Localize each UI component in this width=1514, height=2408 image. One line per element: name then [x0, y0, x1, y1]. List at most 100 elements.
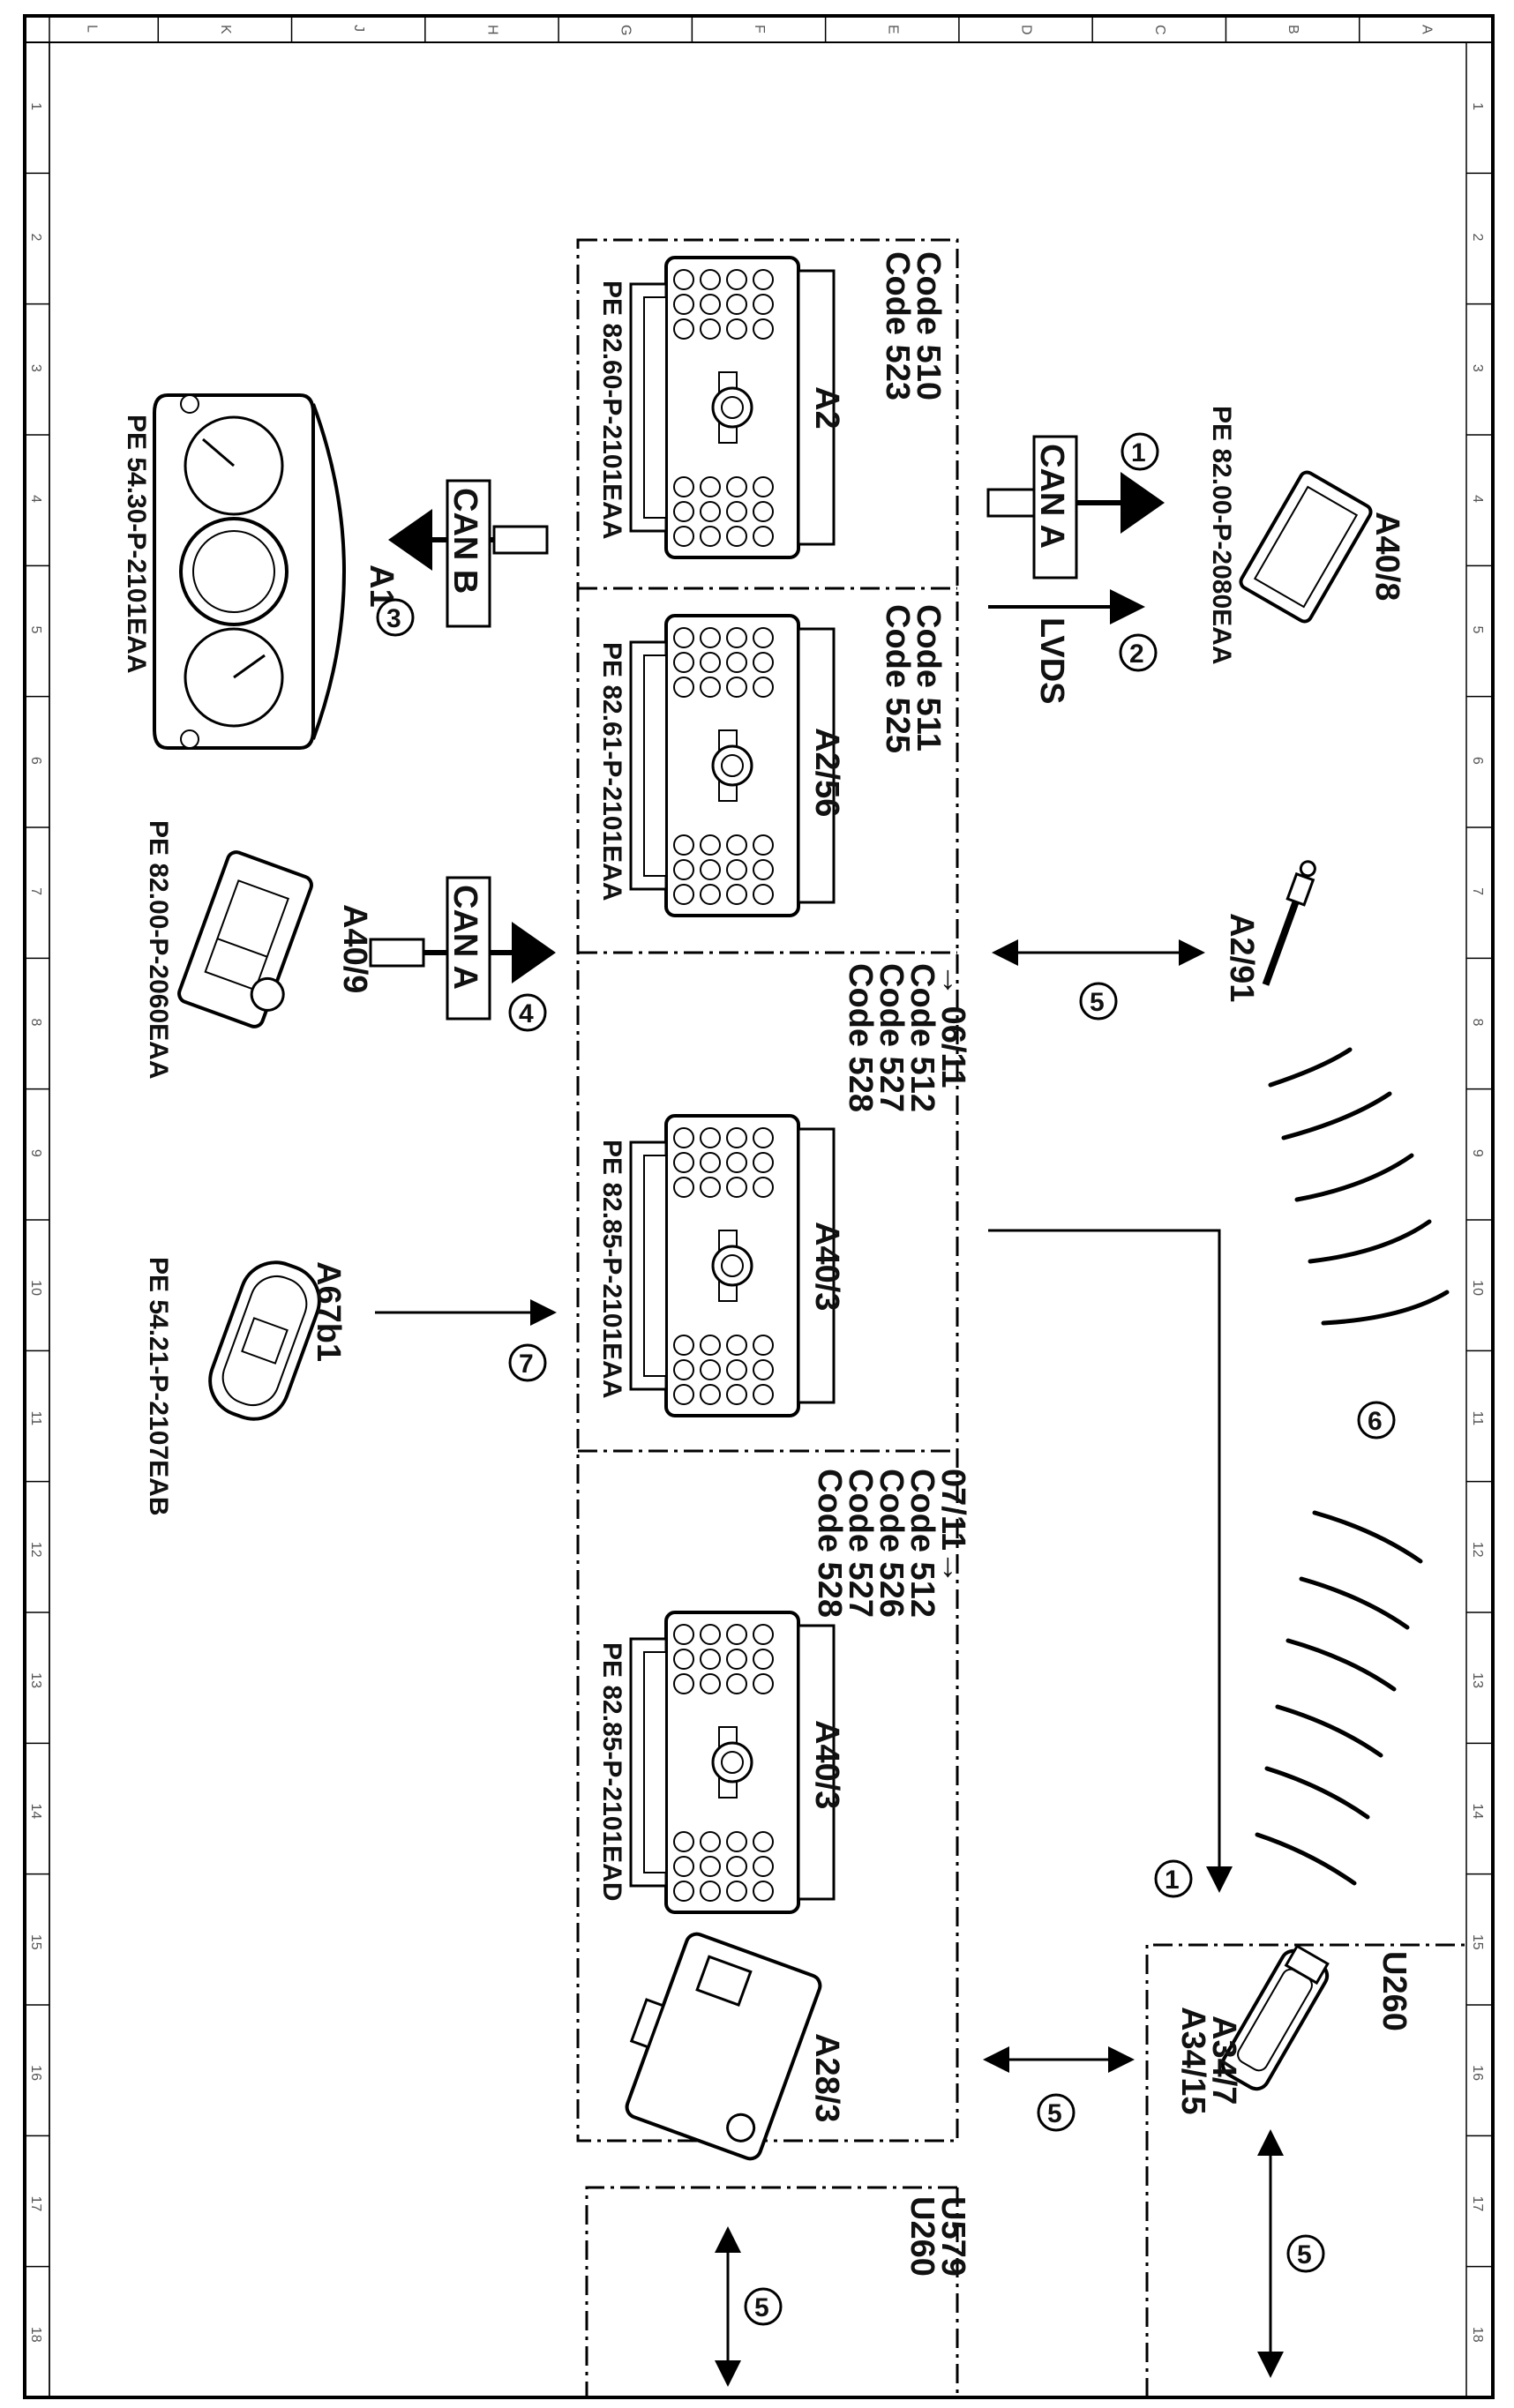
- grid-column-label: K: [218, 25, 233, 34]
- a1-instrument-cluster: A1 PE 54.30-P-2101EAA: [122, 393, 400, 750]
- mirror-icon: [208, 1260, 321, 1421]
- grid-column-label: B: [1285, 25, 1300, 34]
- a2-code-1: Code 510: [910, 251, 947, 400]
- a34-7-label: A34/7: [1205, 2015, 1242, 2105]
- grid-column-label: L: [85, 25, 100, 33]
- a28-3-code-1: U579: [934, 2196, 971, 2277]
- a40-3a-code-3: Code 527: [873, 963, 910, 1112]
- a2-ref: PE 82.60-P-2101EAA: [597, 280, 626, 540]
- grid-column-label: E: [885, 25, 900, 34]
- grid-row-label: 1: [1470, 102, 1485, 110]
- grid-row-label: 14: [28, 1804, 43, 1820]
- a28-3-group: A28/3 U579 U260 5: [585, 1932, 971, 2397]
- grid-row-label: 3: [28, 364, 43, 372]
- grid-row-label: 12: [28, 1542, 43, 1558]
- head-unit-icon: [629, 256, 836, 559]
- a67b1-ref: PE 54.21-P-2107EAB: [144, 1257, 173, 1516]
- a40-3b-ref: PE 82.85-P-2101EAD: [597, 1642, 626, 1902]
- a2-56-ref: PE 82.61-P-2101EAA: [597, 642, 626, 901]
- head-unit-icon: [629, 614, 836, 917]
- grid-row-label: 17: [28, 2196, 43, 2212]
- head-unit-group: [576, 238, 959, 2143]
- connection-3-can-b: CAN B 3: [376, 479, 549, 637]
- a2-code-2: Code 523: [879, 251, 916, 400]
- connection-3-badge: [376, 598, 415, 637]
- grid-row-label: 18: [1470, 2327, 1485, 2343]
- a67b1-rear-mirror: A67b1 PE 54.21-P-2107EAB: [144, 1257, 347, 1516]
- a40-3b-code-2: Code 512: [903, 1469, 941, 1618]
- a40-3b-code-3: Code 526: [873, 1469, 910, 1618]
- a28-3-code-2: U260: [903, 2196, 941, 2277]
- grid-row-label: 11: [28, 1411, 43, 1426]
- grid-row-label: 11: [1470, 1411, 1485, 1426]
- connection-2-number: 2: [1129, 639, 1144, 669]
- connection-2-lvds: LVDS 2: [988, 589, 1158, 705]
- connection-7: 7: [375, 1299, 557, 1382]
- connection-7-number: 7: [519, 1350, 534, 1379]
- connection-1b-badge: [1154, 1859, 1193, 1898]
- grid-row-label: 2: [28, 234, 43, 242]
- grid-row-label: 17: [1470, 2196, 1485, 2212]
- grid-row-label: 14: [1470, 1804, 1485, 1820]
- grid-row-label: 10: [28, 1280, 43, 1296]
- connection-5d-number: 5: [1297, 2240, 1312, 2270]
- a40-3-unit-b-labels: A40/3 07/11→ Code 512 Code 526 Code 527 …: [597, 1469, 971, 1902]
- grid-row-label: 4: [1470, 495, 1485, 503]
- grid-column-label: H: [484, 25, 499, 35]
- a40-3-unit-a-labels: A40/3 → 06/11 Code 512 Code 527 Code 528…: [597, 963, 971, 1399]
- camera-icon: [177, 850, 313, 1028]
- connection-4-label: CAN A: [446, 885, 483, 990]
- grid-row-label: 10: [1470, 1280, 1485, 1296]
- a2-56-code-2: Code 525: [879, 604, 916, 753]
- connection-1-badge: [1121, 432, 1159, 471]
- a40-8-label: A40/8: [1368, 512, 1405, 601]
- a1-ref: PE 54.30-P-2101EAA: [122, 415, 151, 674]
- a40-3b-code-1: 07/11→: [934, 1469, 971, 1584]
- grid-row-label: 12: [1470, 1542, 1485, 1558]
- grid-row-label: 6: [28, 757, 43, 765]
- a2-91-label: A2/91: [1223, 913, 1260, 1002]
- grid-row-label: 15: [28, 1934, 43, 1950]
- wireless-waves: [1255, 1047, 1450, 1886]
- grid-column-label: A: [1419, 25, 1434, 34]
- connection-1-label: CAN A: [1033, 444, 1070, 549]
- a40-3b-code-4: Code 527: [842, 1469, 879, 1618]
- a40-8-ref: PE 82.00-P-2080EAA: [1207, 406, 1236, 665]
- grid-row-label: 9: [28, 1149, 43, 1157]
- u260-label: U260: [1375, 1951, 1413, 2031]
- a40-9-ref: PE 82.00-P-2060EAA: [144, 820, 173, 1080]
- a40-9-label: A40/9: [336, 904, 373, 993]
- connection-1b-number: 1: [1165, 1866, 1180, 1895]
- a40-3b-code-5: Code 528: [811, 1469, 848, 1618]
- a40-9-camera: A40/9 PE 82.00-P-2060EAA: [144, 820, 373, 1080]
- module-icon: [625, 1932, 822, 2161]
- head-unit-icon: [629, 1611, 836, 1914]
- antenna-icon: [1262, 860, 1316, 986]
- grid-column-label: D: [1019, 25, 1034, 35]
- remote-icon: [1220, 1944, 1330, 2091]
- a40-3a-ref: PE 82.85-P-2101EAA: [597, 1140, 626, 1399]
- grid-column-label: J: [351, 25, 366, 32]
- grid-column-label: F: [752, 25, 767, 34]
- connection-4-can-a: CAN A 4: [369, 876, 556, 1032]
- grid-row-label: 5: [1470, 626, 1485, 634]
- grid-row-label: 6: [1470, 757, 1485, 765]
- a2-unit-labels: A2 Code 510 Code 523 PE 82.60-P-2101EAA: [597, 251, 947, 540]
- grid-row-label: 3: [1470, 364, 1485, 372]
- connection-5-badge: [1079, 982, 1118, 1021]
- connection-5-number: 5: [1090, 988, 1105, 1017]
- grid-row-label: 15: [1470, 1934, 1485, 1950]
- a67b1-label: A67b1: [310, 1261, 347, 1362]
- grid-column-label: G: [618, 25, 633, 35]
- a2-56-code-1: Code 511: [910, 604, 947, 752]
- grid-row-label: 13: [1470, 1672, 1485, 1688]
- connection-7-badge: [508, 1343, 547, 1382]
- a40-3a-label: A40/3: [808, 1222, 845, 1311]
- grid-row-label: 8: [1470, 1019, 1485, 1027]
- a40-3a-code-1: → 06/11: [934, 963, 971, 1088]
- connection-2-label: LVDS: [1033, 617, 1070, 705]
- grid-row-label: 16: [1470, 2065, 1485, 2081]
- connection-5b-number: 5: [1047, 2099, 1062, 2128]
